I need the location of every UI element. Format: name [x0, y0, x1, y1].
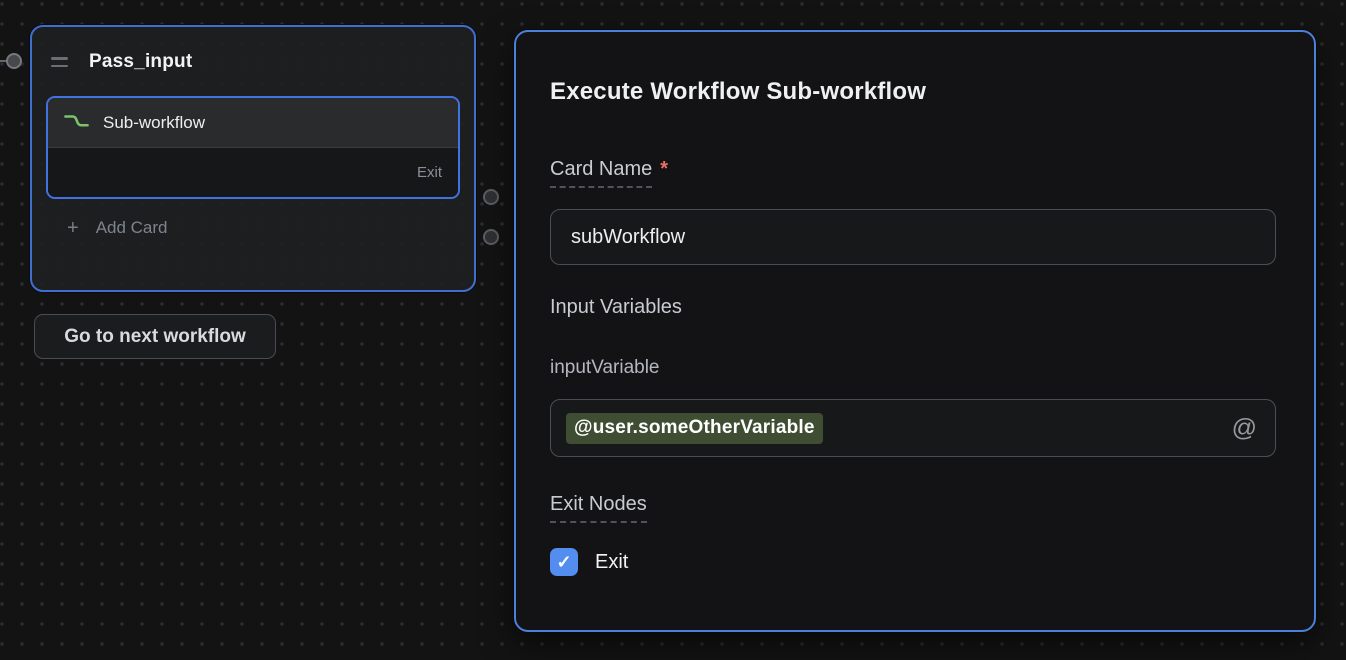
node-title: Pass_input — [89, 51, 193, 72]
drag-handle-icon[interactable] — [51, 57, 68, 67]
card-name-label: Card Name — [550, 158, 653, 188]
input-variable-name: inputVariable — [550, 357, 660, 378]
mention-icon[interactable]: @ — [1231, 413, 1257, 442]
subworkflow-card-label: Sub-workflow — [103, 112, 206, 132]
connector-line — [0, 60, 9, 62]
required-asterisk: * — [660, 158, 669, 180]
panel-title: Execute Workflow Sub-workflow — [550, 78, 927, 105]
exit-port-row[interactable]: Exit — [48, 148, 458, 197]
input-variable-field[interactable]: @user.someOtherVariable @ — [550, 399, 1276, 457]
checkmark-icon: ✓ — [556, 552, 572, 572]
subworkflow-icon — [63, 111, 90, 135]
input-variables-label: Input Variables — [550, 296, 682, 318]
exit-nodes-label: Exit Nodes — [550, 493, 647, 523]
subworkflow-card[interactable]: Sub-workflow Exit — [46, 96, 460, 199]
add-card-button[interactable]: + Add Card — [32, 218, 474, 238]
connector-port-exit[interactable] — [483, 189, 499, 205]
exit-port-label: Exit — [416, 164, 442, 181]
card-name-value: subWorkflow — [571, 225, 686, 248]
input-port[interactable] — [6, 53, 22, 69]
connector-port-next[interactable] — [483, 229, 499, 245]
plus-icon: + — [67, 217, 79, 239]
exit-checkbox-row[interactable]: ✓ Exit — [550, 548, 1276, 576]
workflow-node-pass-input[interactable]: Pass_input Sub-workflow Exit + Add Card — [30, 25, 476, 292]
subworkflow-editor-panel: Execute Workflow Sub-workflow Card Name … — [514, 30, 1316, 632]
add-card-label: Add Card — [95, 218, 168, 237]
node-header: Pass_input — [32, 27, 474, 73]
exit-checkbox[interactable]: ✓ — [550, 548, 578, 576]
exit-checkbox-label: Exit — [595, 550, 629, 573]
variable-token[interactable]: @user.someOtherVariable — [566, 412, 823, 444]
subworkflow-card-main[interactable]: Sub-workflow — [48, 98, 458, 148]
go-to-next-workflow-button[interactable]: Go to next workflow — [34, 314, 276, 359]
card-name-input[interactable]: subWorkflow — [550, 209, 1276, 265]
